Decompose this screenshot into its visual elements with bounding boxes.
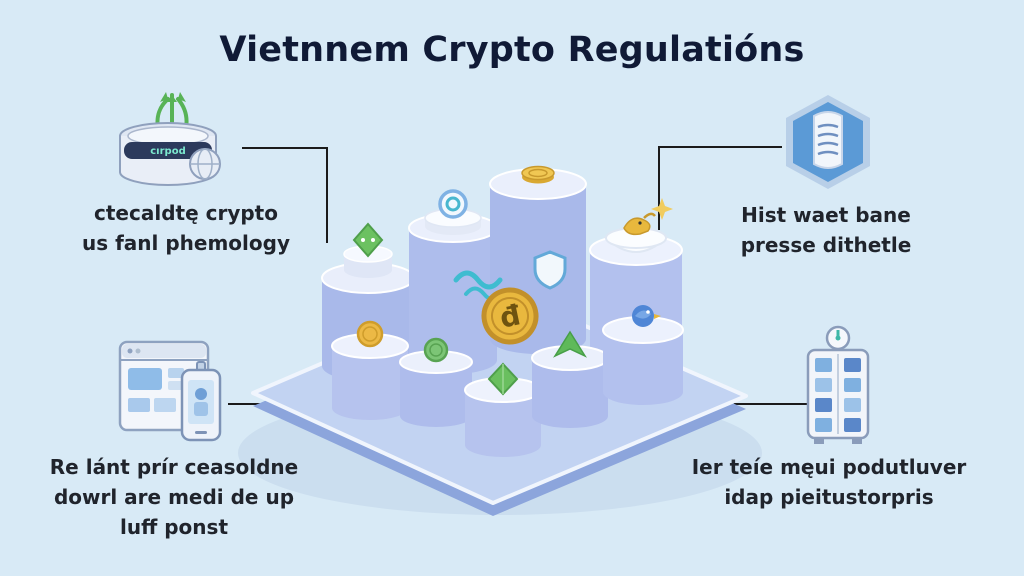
label-line: Hist waet bane [741,203,911,227]
crypto-growth-canister-icon: cırpod [119,92,221,186]
label-line: Ier teíe męui podutluver [691,455,967,479]
flat-gold-coin-icon [521,165,555,184]
connector-top-left [242,147,328,243]
server-cabinet-icon [806,325,870,444]
callout-top-right-icon [782,92,874,196]
shield-icon [533,250,567,290]
label-line: dowrl are medi de up [53,485,295,509]
callout-bottom-right-label: Ier teíe męui podutluver idap pieitustor… [676,452,982,512]
browser-phone-icon [118,340,222,442]
callout-top-right-label: Hist waet bane presse dithetle [706,200,946,260]
callout-top-left-icon: cırpod [108,80,238,199]
label-line: us fanl phemology [81,231,290,255]
pedestal-front-center [464,362,542,457]
callout-bottom-left-label: Re lánt prír ceasoldne dowrl are medi de… [28,452,320,542]
green-crystal-icon [487,362,519,396]
pedestal-mid-left [408,189,498,374]
callout-bottom-right-icon [788,324,888,450]
gold-bird-icon [623,212,656,236]
pedestal-front-right [602,305,684,405]
green-arrow-icon [553,330,587,358]
pedestal-front-right-center [531,330,609,428]
connector-top-right [658,146,782,230]
gauge-icon [825,325,851,351]
label-line: luff ponst [119,515,229,539]
label-line: Re lánt prír ceasoldne [49,455,299,479]
smartphone-icon [180,361,222,442]
crypto-platform-illustration: đ [238,165,762,516]
callout-top-left-label: ctecaldtę crypto us fanl phemology [44,198,328,258]
pedestal-front-left-center [399,337,473,427]
sparkle-icon [651,198,673,220]
gold-coin-icon [356,320,384,348]
blue-bird-icon [632,305,661,327]
dong-coin-icon: đ [481,287,539,345]
document-hexagon-icon [786,95,870,189]
callout-bottom-left-icon [118,336,238,452]
label-line: ctecaldtę crypto [94,201,278,225]
page-title: Vietnnem Crypto Regulatións [219,30,805,70]
globe-icon [189,148,221,180]
pedestal-front-left [331,320,409,420]
canister-band-text: cırpod [150,146,185,157]
green-coin-icon [423,337,449,363]
label-line: idap pieitustorpris [724,485,934,509]
label-line: presse dithetle [740,233,912,257]
crystal-mascot-icon [352,222,384,258]
ring-token-icon [438,189,468,219]
